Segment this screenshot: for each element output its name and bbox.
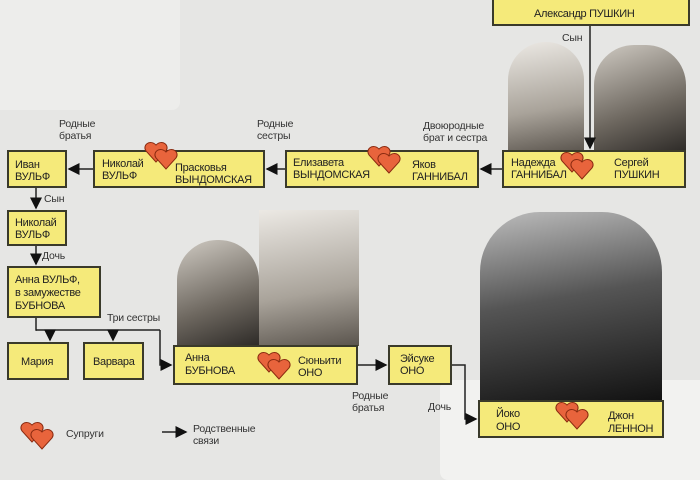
relation-line: братья — [352, 402, 385, 414]
relation-line: братья — [59, 130, 92, 142]
surname: ВУЛЬФ — [102, 170, 137, 182]
background-paper — [0, 0, 180, 110]
surname: ГАННИБАЛ — [412, 171, 468, 183]
relation-label: Три сестры — [107, 312, 160, 324]
relation-label: Дочь — [428, 401, 451, 413]
surname: ОНО — [400, 365, 425, 377]
name-label: Варвара — [93, 356, 135, 368]
legend-spouses-label: Супруги — [66, 428, 104, 440]
surname: БУБНОВА — [185, 365, 235, 377]
anna-bubnova-photo — [177, 240, 259, 346]
person-ivan-wulf: Иван ВУЛЬФ — [7, 150, 67, 188]
couple-nadezhda-sergey: Надежда ГАННИБАЛ Сергей ПУШКИН — [502, 150, 686, 188]
surname: ВУЛЬФ — [15, 171, 50, 183]
relation-line: Родные — [257, 118, 294, 130]
relation-line: сестры — [257, 130, 291, 142]
first-name: Яков — [412, 159, 436, 171]
sergey-portrait — [594, 45, 686, 152]
first-name: Иван — [15, 159, 40, 171]
arrow-daughter-bottom — [452, 364, 478, 425]
relation-label: Дочь — [42, 250, 65, 262]
couple-anna-shunichi: Анна БУБНОВА Сюньити ОНО — [173, 345, 358, 385]
first-name: Анна — [185, 352, 210, 364]
heart-icon — [367, 146, 401, 174]
name-label: Мария — [21, 356, 54, 368]
person-nikolay-wulf-son: Николай ВУЛЬФ — [7, 210, 67, 246]
relation-line: Родные — [352, 390, 389, 402]
first-name: Эйсуке — [400, 353, 435, 365]
person-eisuke-ono: Эйсуке ОНО — [388, 345, 452, 385]
heart-icon — [257, 352, 291, 380]
legend-line: Родственные — [193, 423, 256, 435]
legend-line: связи — [193, 435, 220, 447]
first-name: Прасковья — [175, 162, 227, 174]
name-line: Анна ВУЛЬФ, — [15, 274, 80, 286]
surname: ГАННИБАЛ — [511, 169, 567, 181]
connector-lines — [30, 25, 596, 438]
relation-line: Двоюродные — [423, 120, 485, 132]
yoko-john-photo — [480, 212, 662, 402]
first-name: Джон — [608, 410, 634, 422]
name-line: в замужестве — [15, 287, 81, 299]
relation-label: Сын — [562, 32, 583, 44]
surname: ПУШКИН — [614, 169, 660, 181]
first-name: Елизавета — [293, 157, 344, 169]
couple-elizaveta-yakov: Елизавета ВЫНДОМСКАЯ Яков ГАННИБАЛ — [285, 150, 479, 188]
surname: ВЫНДОМСКАЯ — [175, 174, 252, 186]
person-varvara: Варвара — [83, 342, 144, 380]
shunichi-ono-photo — [259, 210, 359, 346]
surname: ОНО — [496, 421, 521, 433]
name-label: Александр ПУШКИН — [534, 8, 635, 20]
first-name: Йоко — [496, 408, 520, 420]
couple-nikolay-praskovya: Николай ВУЛЬФ Прасковья ВЫНДОМСКАЯ — [93, 150, 265, 188]
first-name: Сергей — [614, 157, 649, 169]
surname: ВЫНДОМСКАЯ — [293, 169, 370, 181]
first-name: Николай — [15, 217, 57, 229]
relation-line: Родные — [59, 118, 96, 130]
surname: ЛЕННОН — [608, 423, 654, 435]
heart-icon — [560, 152, 594, 180]
nadezhda-portrait — [508, 42, 584, 152]
surname: ОНО — [298, 367, 323, 379]
heart-icon — [144, 142, 178, 170]
first-name: Николай — [102, 158, 144, 170]
legend-heart-icon — [20, 422, 54, 450]
person-anna-wulf: Анна ВУЛЬФ, в замужестве БУБНОВА — [7, 266, 101, 318]
line-three-sisters — [35, 318, 37, 331]
heart-icon — [555, 402, 589, 430]
relation-label: Сын — [44, 193, 65, 205]
person-alexander-pushkin: Александр ПУШКИН — [492, 0, 690, 26]
first-name: Надежда — [511, 157, 556, 169]
arrow-anna-bubnova — [159, 330, 173, 371]
name-line: БУБНОВА — [15, 300, 65, 312]
surname: ВУЛЬФ — [15, 229, 50, 241]
first-name: Сюньити — [298, 355, 342, 367]
relation-line: брат и сестра — [423, 132, 488, 144]
person-maria: Мария — [7, 342, 69, 380]
